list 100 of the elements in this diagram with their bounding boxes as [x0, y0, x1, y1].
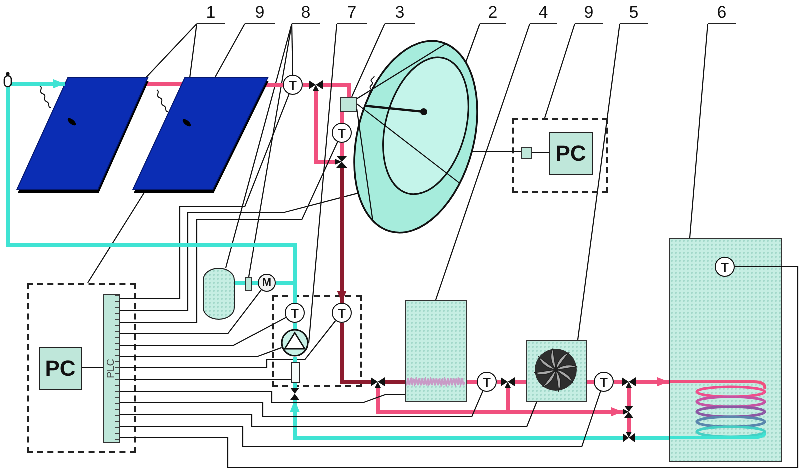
signal-wire	[120, 347, 282, 358]
callout-number: 5	[620, 3, 648, 24]
signal-wire	[120, 266, 799, 469]
temperature-sensor: T	[285, 303, 305, 323]
receiver-block	[340, 97, 357, 112]
inline-fitting	[245, 277, 252, 291]
computer-unit: PC	[549, 132, 593, 175]
computer-unit: PC	[39, 347, 82, 390]
signal-wire	[120, 290, 262, 335]
leader-line	[308, 24, 338, 344]
pipe	[293, 357, 297, 362]
dashed-frame	[27, 283, 136, 453]
pipe	[614, 380, 622, 384]
pipe	[508, 407, 623, 417]
signal-wire	[532, 152, 549, 154]
leader-line	[248, 24, 293, 278]
valve-icon	[371, 376, 385, 388]
callout-number: 6	[708, 3, 736, 24]
signal-wire	[120, 192, 359, 312]
pipe	[252, 281, 258, 285]
temperature-sensor: T	[332, 303, 352, 323]
signal-wire	[120, 391, 405, 404]
callout-number: 4	[530, 3, 557, 24]
valve-icon	[622, 376, 636, 388]
callout-number: 1	[197, 3, 225, 24]
leader-line	[435, 24, 531, 300]
parabolic-dish	[353, 38, 479, 237]
pipe	[636, 377, 669, 387]
plc-terminal-strip: PLC	[103, 294, 120, 443]
strut-line	[356, 44, 446, 100]
motor-symbol: M	[258, 274, 276, 292]
pipe	[376, 388, 508, 414]
heat-exchanger-tank	[405, 300, 467, 402]
flow-meter	[291, 362, 300, 383]
pipe	[145, 82, 182, 86]
signal-wire	[120, 317, 286, 347]
callout-number: 9	[575, 3, 603, 24]
pipe	[340, 143, 344, 156]
pipe	[385, 380, 405, 384]
connector-block	[521, 147, 532, 159]
pipe	[323, 83, 351, 97]
pipe	[340, 323, 371, 384]
pipe	[293, 323, 297, 329]
pipe	[497, 380, 501, 384]
valve-icon	[623, 432, 635, 444]
strut-line	[356, 108, 374, 222]
pipe	[587, 380, 594, 384]
signal-wire	[120, 320, 336, 369]
dashed-frame	[512, 118, 608, 193]
pipe	[293, 383, 297, 388]
pipe	[6, 79, 297, 283]
temperature-sensor: T	[594, 372, 614, 392]
leader-line	[291, 24, 294, 76]
leader-line	[225, 24, 293, 268]
temperature-sensor: T	[283, 75, 303, 95]
pipe	[337, 168, 347, 303]
temperature-sensor: T	[332, 123, 352, 143]
callout-number: 9	[245, 3, 275, 24]
leader-line	[689, 24, 709, 238]
pipe	[515, 380, 526, 384]
pipe	[303, 83, 309, 87]
pump-icon	[281, 329, 309, 357]
pipe	[635, 436, 669, 440]
leader-line	[189, 24, 198, 78]
pipe	[265, 83, 283, 87]
leader-line	[544, 24, 576, 118]
callout-number: 3	[385, 3, 415, 24]
strut-line	[356, 104, 460, 184]
pipe	[467, 380, 477, 384]
storage-tank	[669, 238, 782, 462]
temperature-sensor: T	[715, 257, 735, 277]
callout-number: 7	[337, 3, 367, 24]
signal-wire	[120, 391, 602, 448]
leader-line	[577, 24, 621, 340]
signal-wire	[472, 151, 521, 153]
pipe	[506, 388, 510, 412]
valve-icon	[309, 79, 323, 91]
expansion-vessel	[203, 268, 235, 320]
callout-number: 2	[480, 3, 506, 24]
valve-icon	[501, 376, 515, 388]
signal-wire	[120, 142, 338, 324]
pipe	[627, 418, 631, 432]
solar-collector	[17, 78, 149, 194]
signal-wire	[120, 402, 538, 428]
solar-collector	[133, 78, 269, 194]
leader-line	[352, 24, 386, 98]
pipe	[290, 400, 623, 440]
callout-number: 8	[292, 3, 320, 24]
valve-icon	[335, 156, 349, 168]
leader-line	[465, 24, 481, 63]
valve-icon	[623, 406, 635, 418]
cooler-unit	[526, 340, 587, 402]
pipe	[340, 112, 344, 123]
signal-wire	[82, 367, 103, 369]
signal-wire	[120, 379, 291, 381]
dashed-frame	[272, 295, 362, 387]
pipe	[235, 281, 245, 285]
pipe	[627, 388, 631, 406]
pipe	[314, 91, 335, 164]
temperature-sensor: T	[477, 372, 497, 392]
